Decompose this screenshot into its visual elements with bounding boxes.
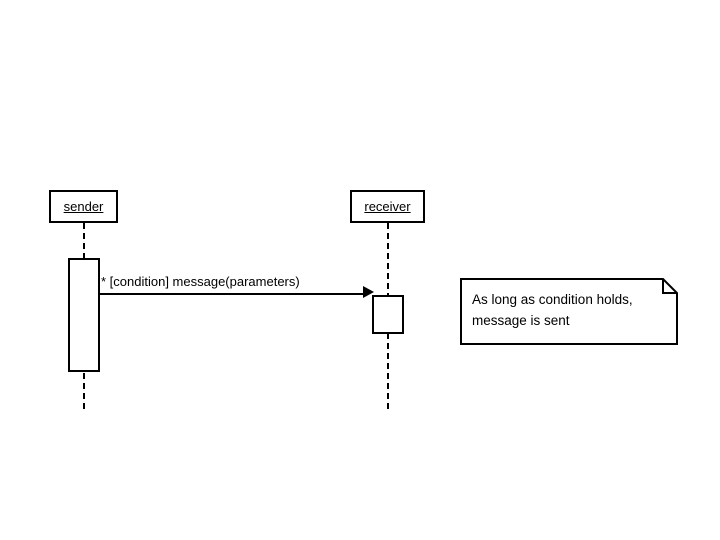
lifeline-label-sender: sender [63, 198, 104, 214]
note-shape-icon [460, 278, 678, 345]
message-arrowhead-icon [363, 286, 374, 298]
activation-bar-sender[interactable] [68, 258, 100, 372]
note-line-2: message is sent [472, 313, 570, 328]
lifeline-head-sender[interactable]: sender [49, 190, 118, 223]
activation-bar-receiver[interactable] [372, 295, 404, 334]
note-box[interactable]: As long as condition holds, message is s… [460, 278, 678, 345]
message-arrow-line[interactable] [100, 293, 366, 295]
note-text: As long as condition holds, message is s… [472, 289, 668, 331]
note-line-1: As long as condition holds, [472, 292, 633, 307]
lifeline-head-receiver[interactable]: receiver [350, 190, 425, 223]
message-label: * [condition] message(parameters) [101, 274, 300, 289]
lifeline-label-receiver: receiver [364, 198, 411, 214]
